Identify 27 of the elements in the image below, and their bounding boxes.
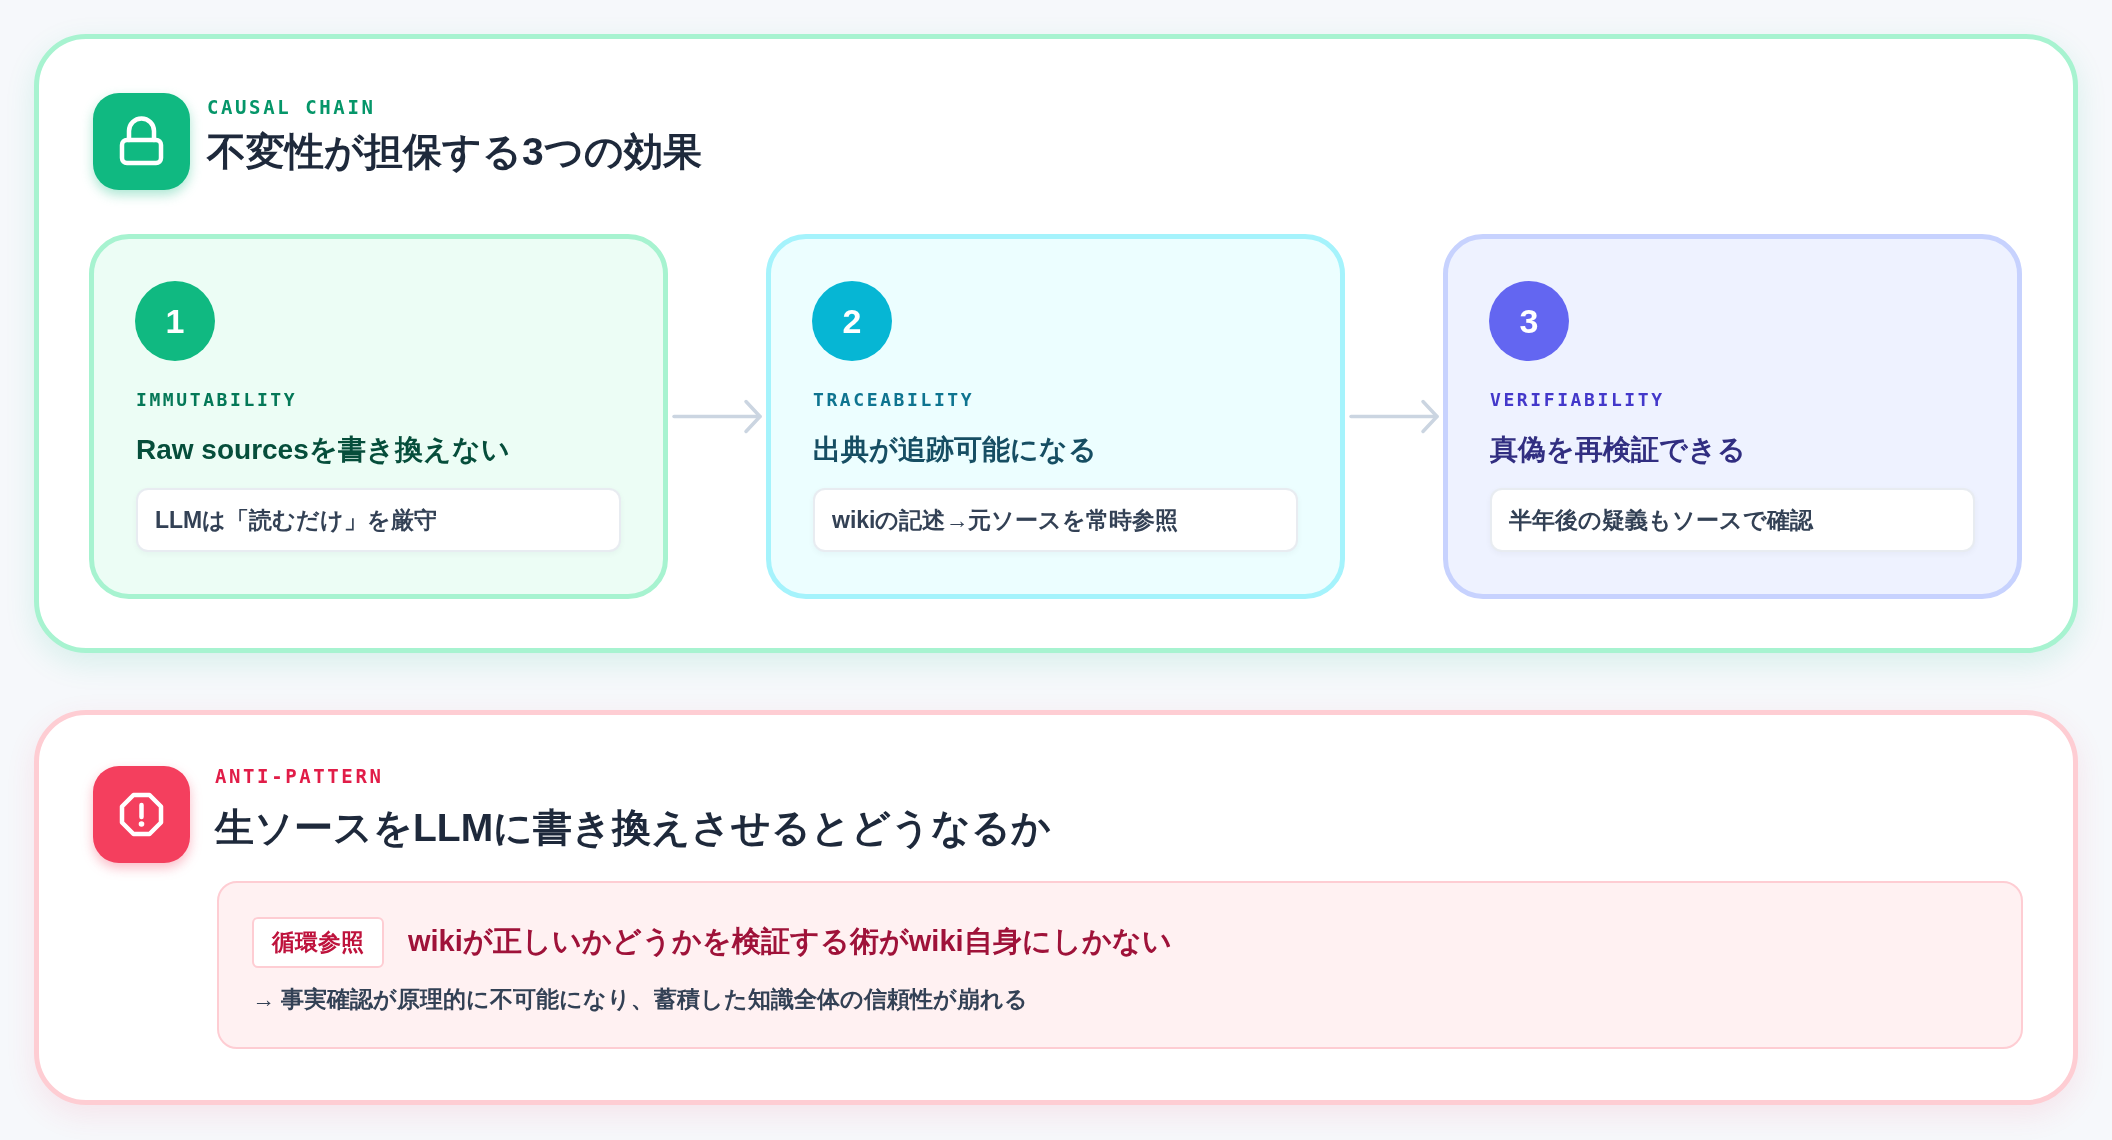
step-card bbox=[1443, 234, 2022, 599]
step-number: 3 bbox=[1489, 281, 1569, 361]
step-title: 真偽を再検証できる bbox=[1490, 433, 1746, 467]
category-label: ANTI-PATTERN bbox=[215, 765, 384, 788]
alert-heading: wikiが正しいかどうかを検証する術がwiki自身にしかない bbox=[408, 924, 1172, 959]
step-label: VERIFIABILITY bbox=[1490, 388, 1665, 411]
arrow bbox=[1349, 399, 1439, 434]
step-title: 出典が追跡可能になる bbox=[813, 433, 1097, 467]
step-card bbox=[89, 234, 668, 599]
category-label: CAUSAL CHAIN bbox=[207, 96, 376, 119]
step-number: 1 bbox=[135, 281, 215, 361]
consequence-text: → 事実確認が原理的に不可能になり、蓄積した知識全体の信頼性が崩れる bbox=[252, 985, 1029, 1013]
note-box: 半年後の疑義もソースで確認 bbox=[1490, 488, 1975, 552]
section-panel bbox=[34, 710, 2078, 1105]
section-title: 生ソースをLLMに書き換えさせるとどうなるか bbox=[215, 805, 1052, 851]
note-box: wikiの記述→元ソースを常時参照 bbox=[813, 488, 1298, 552]
tag: 循環参照 bbox=[252, 917, 384, 968]
alert-box bbox=[217, 881, 2023, 1049]
note-box: LLMは「読むだけ」を厳守 bbox=[136, 488, 621, 552]
step-number: 2 bbox=[812, 281, 892, 361]
section-panel bbox=[34, 34, 2078, 653]
arrow bbox=[672, 399, 762, 434]
step-title: Raw sourcesを書き換えない bbox=[136, 433, 510, 467]
step-card bbox=[766, 234, 1345, 599]
section-title: 不変性が担保する3つの効果 bbox=[207, 129, 702, 175]
step-label: IMMUTABILITY bbox=[136, 388, 298, 411]
step-label: TRACEABILITY bbox=[813, 388, 975, 411]
